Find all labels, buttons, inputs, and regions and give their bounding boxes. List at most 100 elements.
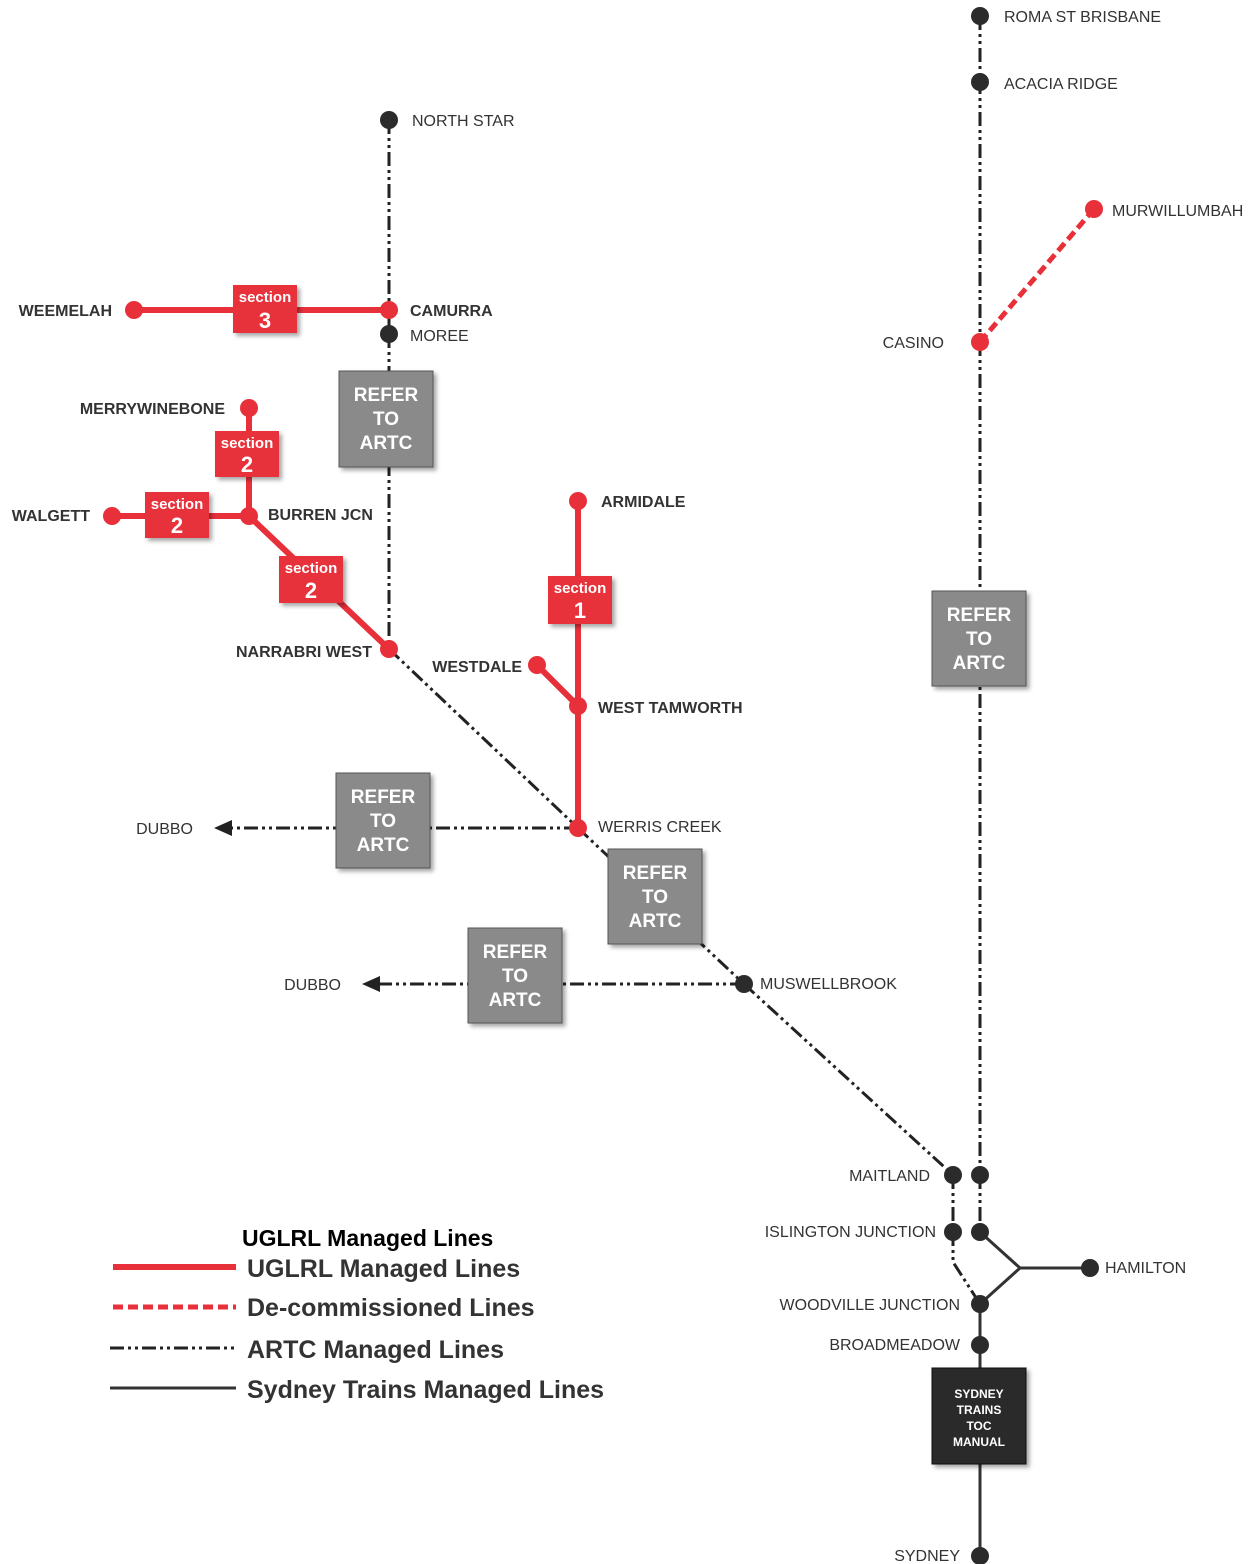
section-badges: section 3 section 2 section 2 section 2 …: [145, 285, 612, 624]
refer-to-artc-box-werris-muswellbrook[interactable]: REFER TO ARTC: [607, 848, 703, 945]
label-broadmeadow: BROADMEADOW: [829, 1337, 961, 1354]
refer-line-2: TO: [642, 887, 668, 908]
station-dot-moree[interactable]: [380, 325, 398, 343]
section-1-badge[interactable]: section 1: [548, 576, 612, 624]
sydney-box-line-2: TRAINS: [957, 1403, 1002, 1417]
refer-line-3: ARTC: [360, 433, 413, 454]
refer-boxes: REFER TO ARTC REFER TO ARTC REFER TO ART…: [335, 370, 1027, 1024]
station-dot-burren-jcn[interactable]: [240, 507, 258, 525]
legend-title: UGLRL Managed Lines: [242, 1225, 493, 1251]
uglrl-line-westdale-tamworth: [534, 662, 581, 709]
refer-line-1: REFER: [354, 385, 419, 406]
refer-line-1: REFER: [351, 787, 416, 808]
station-dot-broadmeadow[interactable]: [971, 1336, 989, 1354]
legend-label-artc: ARTC Managed Lines: [247, 1336, 504, 1364]
station-dot-islington-junction[interactable]: [971, 1223, 989, 1241]
station-dot-casino[interactable]: [971, 333, 989, 351]
station-dot-acacia-ridge[interactable]: [971, 73, 989, 91]
station-dot-werris-creek[interactable]: [569, 819, 587, 837]
section-2-word: section: [221, 435, 274, 452]
station-dot-weemelah[interactable]: [125, 301, 143, 319]
artc-line-narrabri-werris: [387, 647, 580, 830]
label-camurra: CAMURRA: [410, 303, 493, 320]
station-dot-muswellbrook[interactable]: [735, 975, 753, 993]
section-3-number: 3: [259, 308, 271, 333]
label-dubbo-lower: DUBBO: [284, 977, 341, 994]
section-2-badge-merrywinebone[interactable]: section 2: [215, 431, 279, 477]
section-2-number: 2: [171, 513, 183, 538]
refer-line-3: ARTC: [629, 911, 682, 932]
refer-to-artc-box-muswellbrook-dubbo[interactable]: REFER TO ARTC: [467, 927, 563, 1024]
station-dot-sydney[interactable]: [971, 1547, 989, 1564]
section-1-word: section: [554, 580, 607, 597]
label-moree: MOREE: [410, 328, 469, 345]
refer-to-artc-box-werris-dubbo[interactable]: REFER TO ARTC: [335, 772, 431, 869]
section-2-badge-narrabri[interactable]: section 2: [279, 556, 343, 603]
station-dot-islington-west[interactable]: [944, 1223, 962, 1241]
legend: UGLRL Managed Lines UGLRL Managed Lines …: [110, 1225, 604, 1404]
station-dot-westdale[interactable]: [528, 656, 546, 674]
legend-label-decommissioned: De-commissioned Lines: [247, 1294, 535, 1322]
section-2-number: 2: [241, 452, 253, 477]
arrow-dubbo-upper: [214, 820, 232, 836]
refer-to-artc-box-moree[interactable]: REFER TO ARTC: [338, 370, 434, 468]
station-labels: ROMA ST BRISBANE ACACIA RIDGE MURWILLUMB…: [12, 9, 1244, 1564]
label-hamilton: HAMILTON: [1105, 1260, 1186, 1277]
station-dot-armidale[interactable]: [569, 492, 587, 510]
label-islington-junction: ISLINGTON JUNCTION: [765, 1224, 936, 1241]
station-dot-walgett[interactable]: [103, 507, 121, 525]
station-dot-north-star[interactable]: [380, 111, 398, 129]
label-narrabri-west: NARRABRI WEST: [236, 644, 372, 661]
label-muswellbrook: MUSWELLBROOK: [760, 976, 897, 993]
label-weemelah: WEEMELAH: [19, 303, 112, 320]
label-maitland: MAITLAND: [849, 1168, 930, 1185]
refer-line-2: TO: [966, 629, 992, 650]
refer-line-3: ARTC: [953, 653, 1006, 674]
sydney-box-line-3: TOC: [966, 1419, 991, 1433]
section-2-word: section: [151, 496, 204, 513]
refer-to-artc-box-north-coast[interactable]: REFER TO ARTC: [931, 590, 1027, 687]
station-dot-hamilton[interactable]: [1081, 1259, 1099, 1277]
station-dot-west-tamworth[interactable]: [569, 697, 587, 715]
refer-line-1: REFER: [623, 863, 688, 884]
decommissioned-line-casino-murwillumbah: [978, 207, 1096, 344]
label-north-star: NORTH STAR: [412, 113, 515, 130]
label-woodville-junction: WOODVILLE JUNCTION: [780, 1297, 960, 1314]
artc-lines: [232, 16, 982, 1305]
refer-line-1: REFER: [483, 942, 548, 963]
station-dot-maitland-west[interactable]: [944, 1166, 962, 1184]
label-acacia-ridge: ACACIA RIDGE: [1004, 76, 1118, 93]
artc-line-islington-woodville: [951, 1232, 982, 1305]
label-roma-st-brisbane: ROMA ST BRISBANE: [1004, 9, 1161, 26]
station-dot-murwillumbah[interactable]: [1085, 200, 1103, 218]
station-dot-woodville-junction[interactable]: [971, 1295, 989, 1313]
label-burren-jcn: BURREN JCN: [268, 507, 373, 524]
station-dot-camurra[interactable]: [380, 301, 398, 319]
label-casino: CASINO: [883, 335, 944, 352]
label-armidale: ARMIDALE: [601, 494, 686, 511]
legend-label-uglrl: UGLRL Managed Lines: [247, 1255, 520, 1283]
artc-line-werris-muswellbrook: [576, 826, 746, 986]
sydney-box-line-4: MANUAL: [953, 1435, 1005, 1449]
station-dot-roma-st-brisbane[interactable]: [971, 7, 989, 25]
legend-label-sydney-trains: Sydney Trains Managed Lines: [247, 1376, 604, 1404]
station-dot-merrywinebone[interactable]: [240, 399, 258, 417]
refer-line-2: TO: [373, 409, 399, 430]
label-westdale: WESTDALE: [432, 659, 522, 676]
label-werris-creek: WERRIS CREEK: [598, 819, 722, 836]
st-line-islington-woodville: [978, 1230, 1023, 1306]
refer-line-1: REFER: [947, 605, 1012, 626]
refer-line-2: TO: [502, 966, 528, 987]
station-dot-maitland[interactable]: [971, 1166, 989, 1184]
sydney-box-line-1: SYDNEY: [954, 1387, 1003, 1401]
arrow-dubbo-lower: [362, 976, 380, 992]
artc-line-muswellbrook-maitland: [742, 982, 955, 1177]
label-merrywinebone: MERRYWINEBONE: [80, 401, 226, 418]
section-2-badge-walgett[interactable]: section 2: [145, 492, 209, 538]
section-1-number: 1: [574, 598, 586, 623]
label-dubbo-upper: DUBBO: [136, 821, 193, 838]
sydney-trains-toc-manual-box[interactable]: SYDNEY TRAINS TOC MANUAL: [931, 1367, 1027, 1465]
station-dot-narrabri-west[interactable]: [380, 640, 398, 658]
section-3-badge[interactable]: section 3: [233, 285, 297, 333]
